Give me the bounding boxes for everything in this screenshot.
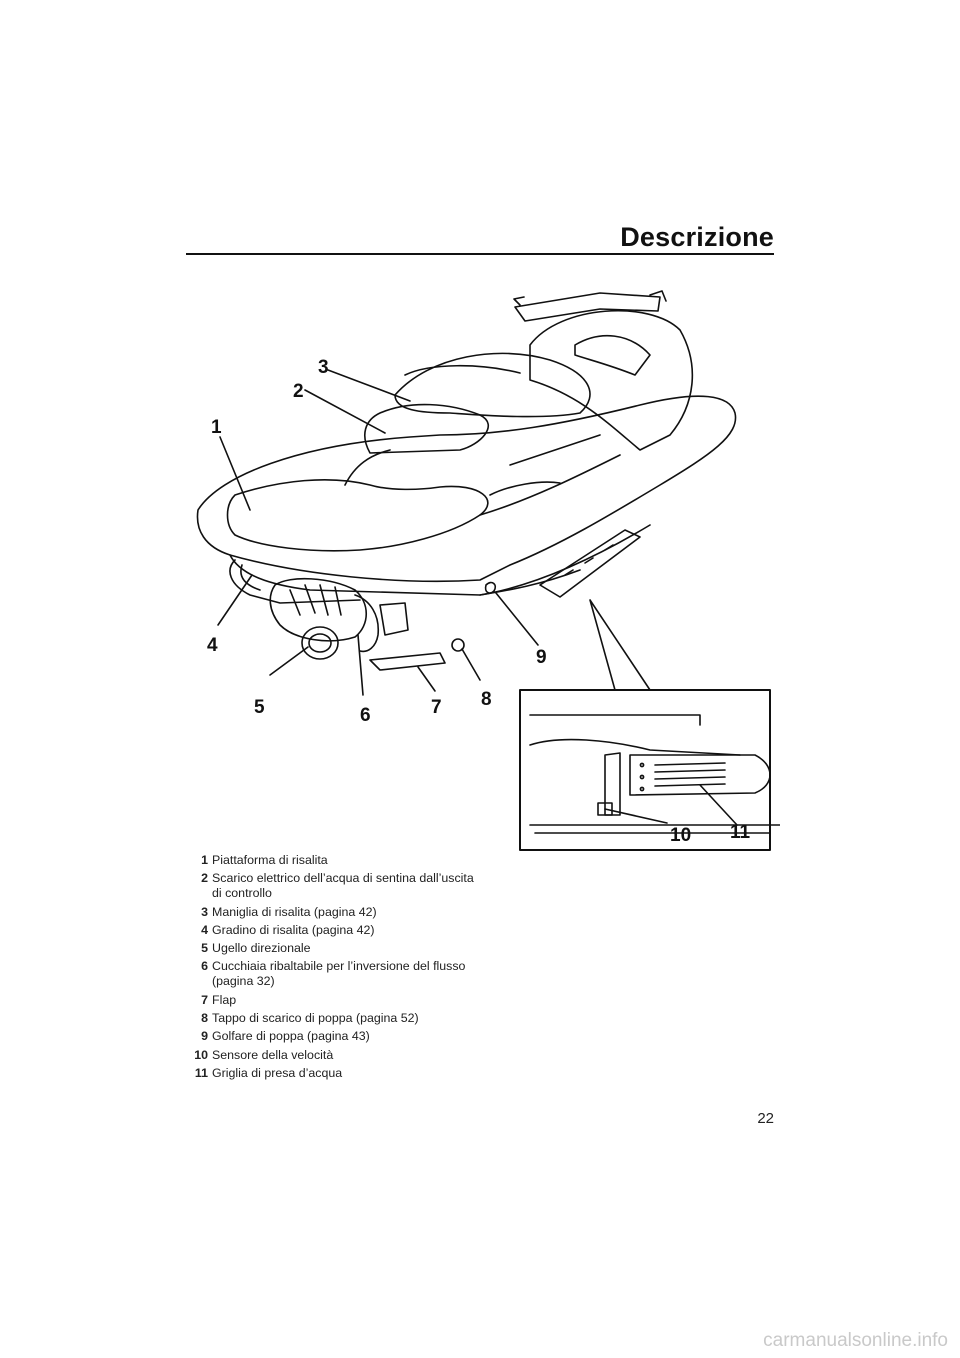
legend-text: Sensore della velocità [212,1047,334,1062]
callout-8: 8 [481,689,492,710]
list-item: 10 Sensore della velocità [186,1048,486,1063]
callout-6: 6 [360,705,371,726]
title-rule [186,253,774,255]
jetski-drawing [196,290,781,851]
list-item: 6 Cucchiaia ribaltabile per l’inversione … [186,959,486,989]
legend-text: Griglia di presa d’acqua [212,1065,343,1080]
callout-10: 10 [670,825,692,846]
callout-9: 9 [536,647,547,668]
list-item: 5 Ugello direzionale [186,941,486,956]
legend-text: Scarico elettrico dell’acqua di sentina … [212,871,474,901]
jetski-illustration: 1 2 3 4 5 6 7 8 9 10 11 [180,285,781,855]
callout-11: 11 [730,822,751,843]
legend-number: 4 [201,922,208,937]
list-item: 9 Golfare di poppa (pagina 43) [186,1029,486,1044]
legend-number: 10 [194,1047,208,1062]
callout-7: 7 [431,697,442,718]
legend-number: 7 [201,992,208,1007]
list-item: 3 Maniglia di risalita (pagina 42) [186,905,486,920]
callout-1: 1 [211,417,222,438]
legend-text: Piattaforma di risalita [212,853,328,867]
callout-5: 5 [254,697,265,718]
legend-text: Golfare di poppa (pagina 43) [212,1029,370,1044]
legend-number: 2 [201,871,208,886]
list-item: 2 Scarico elettrico dell’acqua di sentina… [186,871,486,901]
legend-number: 1 [201,853,208,867]
legend-number: 3 [201,904,208,919]
legend-number: 5 [201,941,208,956]
list-item: 7 Flap [186,993,486,1008]
callout-3: 3 [318,357,329,378]
legend-number: 11 [194,1065,208,1080]
page-number: 22 [757,1110,774,1127]
watermark: carmanualsonline.info [763,1330,948,1351]
list-item: 8 Tappo di scarico di poppa (pagina 52) [186,1011,486,1026]
legend-text: Gradino di risalita (pagina 42) [212,922,375,937]
legend-text: Maniglia di risalita (pagina 42) [212,904,377,919]
legend-text: Cucchiaia ribaltabile per l’inversione d… [212,959,466,989]
legend-text: Flap [212,992,237,1007]
page-title: Descrizione [620,222,774,252]
legend-number: 8 [201,1011,208,1026]
callout-4: 4 [207,635,218,656]
legend-number: 9 [201,1029,208,1044]
legend-text: Tappo di scarico di poppa (pagina 52) [212,1011,419,1026]
list-item: 4 Gradino di risalita (pagina 42) [186,923,486,938]
legend-list: 1 Piattaforma di risalita 2 Scarico elettr… [186,853,486,1084]
list-item: 1 Piattaforma di risalita [186,853,486,868]
legend-number: 6 [201,959,208,974]
callout-2: 2 [293,381,304,402]
list-item: 11 Griglia di presa d’acqua [186,1066,486,1081]
legend-text: Ugello direzionale [212,941,311,956]
